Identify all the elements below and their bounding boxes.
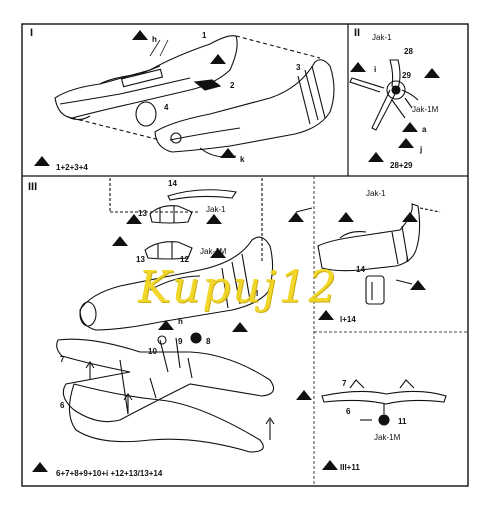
section-1-sequence: 1+2+3+4 xyxy=(56,163,88,172)
part-label-7: 7 xyxy=(60,355,65,364)
part-label-l: l xyxy=(256,289,259,298)
part-label-4: 4 xyxy=(164,103,169,112)
detail-jak1-variant: Jak-1 xyxy=(366,189,386,198)
section-1-numeral: I xyxy=(30,27,34,39)
sheet-border xyxy=(21,23,469,487)
section-1-drawing xyxy=(54,35,335,158)
part-label-13b: 13 xyxy=(136,255,145,264)
detail-jak1m-part-7: 7 xyxy=(342,379,347,388)
detail-jak1m-sequence: III+11 xyxy=(340,463,360,472)
part-label-8: 8 xyxy=(206,337,211,346)
part-label-29: 29 xyxy=(402,71,411,80)
part-label-h: h xyxy=(152,35,157,44)
part-label-14: 14 xyxy=(168,179,177,188)
part-label-2: 2 xyxy=(230,81,235,90)
part-label-a: a xyxy=(422,125,427,134)
part-label-28: 28 xyxy=(404,47,413,56)
section-3-icons xyxy=(32,212,312,472)
part-label-9: 9 xyxy=(178,337,183,346)
part-label-1: 1 xyxy=(202,31,207,40)
part-label-h-3: h xyxy=(178,317,183,326)
part-label-6: 6 xyxy=(60,401,65,410)
detail-jak1m-variant: Jak-1M xyxy=(374,433,401,442)
detail-jak1-drawing xyxy=(317,203,441,305)
section-1-icons xyxy=(34,30,236,166)
section-3-drawing xyxy=(56,178,313,453)
part-label-12: 12 xyxy=(180,255,189,264)
section-2-drawing xyxy=(349,59,419,131)
section-2-numeral: II xyxy=(354,27,361,39)
detail-jak1-sequence: l+14 xyxy=(340,315,356,324)
part-label-j: j xyxy=(420,145,423,154)
detail-jak1-part-l: l xyxy=(406,255,409,264)
part-label-k: k xyxy=(240,155,245,164)
detail-jak1m-part-6: 6 xyxy=(346,407,351,416)
variant-label-jak1m: Jak-1M xyxy=(412,105,439,114)
section-2-icons xyxy=(350,62,440,162)
detail-jak1m-icons xyxy=(322,460,338,470)
watermark: Kupuj12 xyxy=(138,262,339,313)
part-label-3: 3 xyxy=(296,63,301,72)
section-3-variant-jak1: Jak-1 xyxy=(206,205,226,214)
section-2-sequence: 28+29 xyxy=(390,161,413,170)
part-label-10: 10 xyxy=(148,347,157,356)
detail-jak1m-drawing xyxy=(321,379,447,426)
detail-jak1m-part-11: 11 xyxy=(398,417,407,426)
variant-label-jak1: Jak-1 xyxy=(372,33,392,42)
detail-jak1-part-14: 14 xyxy=(356,265,365,274)
detail-jak1-icons xyxy=(318,212,426,320)
section-3-variant-jak1m: Jak-1M xyxy=(200,247,227,256)
part-label-i: i xyxy=(374,65,377,74)
section-3-numeral: III xyxy=(28,181,38,193)
part-label-13a: 13 xyxy=(138,209,147,218)
section-3-sequence: 6+7+8+9+10+i +12+13/13+14 xyxy=(56,469,163,478)
